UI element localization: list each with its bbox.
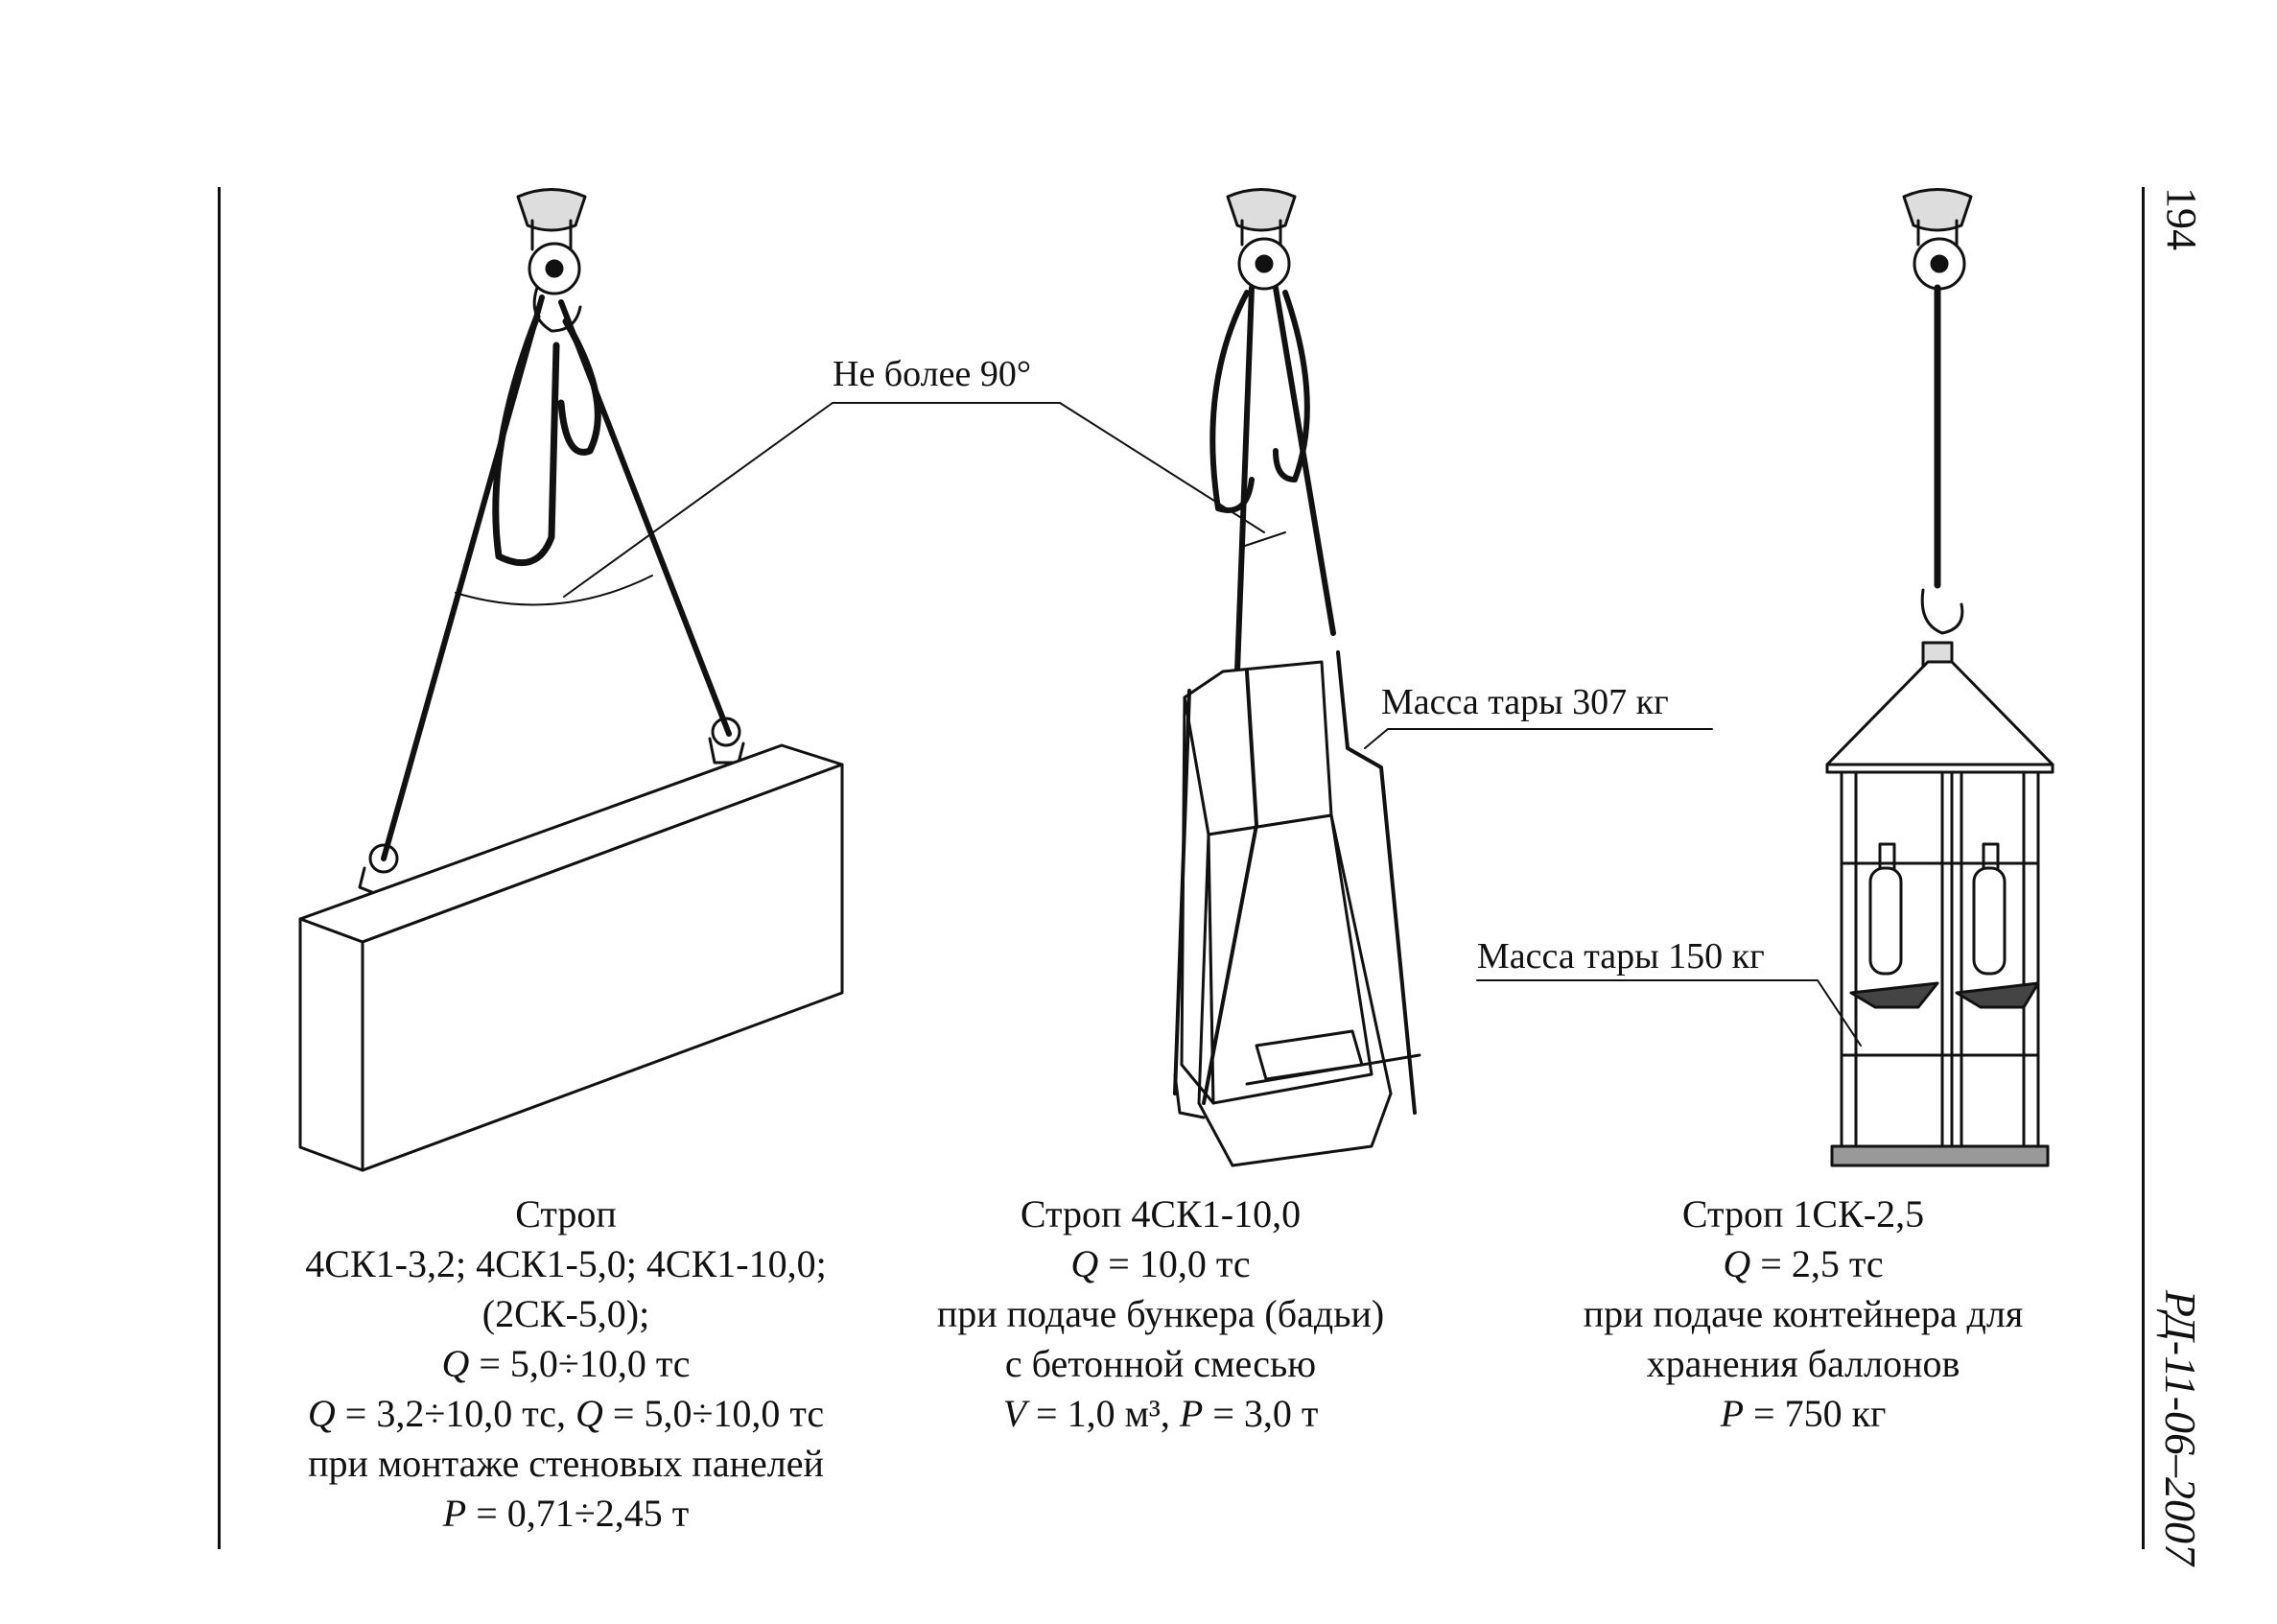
- q-symbol: Q: [307, 1392, 336, 1435]
- figure-2-caption: Строп 4СК1-10,0 Q = 10,0 тс при подаче б…: [892, 1189, 1429, 1439]
- figure-1-caption: Строп 4СК1-3,2; 4СК1-5,0; 4СК1-10,0; (2С…: [230, 1189, 902, 1539]
- wall-panel: [298, 743, 844, 1172]
- caption-2-vp: V = 1,0 м³, P = 3,0 т: [892, 1389, 1429, 1439]
- tare-307-leader: [1364, 728, 1713, 749]
- caption-1-purpose: при монтаже стеновых панелей: [308, 1442, 824, 1485]
- q-value: = 3,2÷10,0 тс,: [335, 1392, 575, 1435]
- q-value: = 5,0÷10,0 тс: [469, 1342, 691, 1385]
- p-value: = 0,71÷2,45 т: [466, 1492, 690, 1535]
- p-symbol: P: [1179, 1392, 1204, 1435]
- figure-2-bunker-sling: [1173, 188, 1421, 1167]
- crane-hook-2: [1226, 188, 1297, 291]
- sling-legs-2: [1209, 285, 1336, 674]
- caption-3-title: Строп 1СК-2,5: [1681, 1192, 1925, 1236]
- angle-leader-lines: [563, 402, 1265, 598]
- right-margin-rule: [2142, 187, 2145, 1549]
- q-value: = 2,5 тс: [1750, 1242, 1884, 1285]
- caption-3-p: P = 750 кг: [1496, 1389, 2110, 1439]
- caption-2-purpose-1: при подаче бункера (бадьи): [936, 1292, 1385, 1335]
- caption-3-q: Q = 2,5 тс: [1496, 1239, 2110, 1289]
- q-symbol: Q: [1070, 1242, 1099, 1285]
- q-symbol: Q: [441, 1342, 470, 1385]
- page-number: 194: [2158, 187, 2205, 250]
- figure-3-container-sling: [1825, 188, 2054, 1167]
- caption-2-purpose-2: с бетонной смесью: [1004, 1342, 1317, 1385]
- caption-3-purpose-1: при подаче контейнера для: [1583, 1292, 2024, 1335]
- bunker-body: [1173, 660, 1421, 1167]
- container-cage: [1830, 770, 2050, 1167]
- caption-2-title: Строп 4СК1-10,0: [1020, 1192, 1302, 1236]
- bunker-frame: [1173, 650, 1417, 1115]
- angle-arc-2: [1241, 531, 1286, 548]
- p-value: = 3,0 т: [1203, 1392, 1319, 1435]
- q-value: = 5,0÷10,0 тс: [602, 1392, 825, 1435]
- caption-1-q2: Q = 3,2÷10,0 тс, Q = 5,0÷10,0 тс: [230, 1389, 902, 1439]
- document-code: РД-11-06–2007: [2156, 1290, 2205, 1566]
- caption-2-q: Q = 10,0 тс: [892, 1239, 1429, 1289]
- left-margin-rule: [218, 187, 221, 1549]
- q-symbol: Q: [575, 1392, 603, 1435]
- caption-1-q1: Q = 5,0÷10,0 тс: [230, 1339, 902, 1389]
- angle-callout: Не более 90°: [833, 354, 1032, 394]
- sling-slack-loops-1: [492, 313, 601, 567]
- p-symbol: P: [442, 1492, 467, 1535]
- tare-307-callout: Масса тары 307 кг: [1381, 682, 1669, 722]
- q-value: = 10,0 тс: [1098, 1242, 1251, 1285]
- v-value: = 1,0 м³,: [1026, 1392, 1180, 1435]
- container-roof: [1825, 641, 2054, 774]
- v-symbol: V: [1002, 1392, 1027, 1435]
- caption-1-p: P = 0,71÷2,45 т: [230, 1489, 902, 1539]
- p-value: = 750 кг: [1744, 1392, 1887, 1435]
- p-symbol: P: [1720, 1392, 1745, 1435]
- tare-150-callout: Масса тары 150 кг: [1477, 936, 1765, 977]
- figure-1-panel-sling: [298, 188, 844, 1172]
- caption-1-title: Строп: [515, 1192, 617, 1236]
- crane-hook-3: [1902, 188, 1973, 291]
- caption-1-line-1: 4СК1-3,2; 4СК1-5,0; 4СК1-10,0;: [305, 1242, 827, 1285]
- tare-150-leader: [1476, 979, 1862, 1047]
- caption-3-purpose-2: хранения баллонов: [1646, 1342, 1960, 1385]
- figure-3-caption: Строп 1СК-2,5 Q = 2,5 тс при подаче конт…: [1496, 1189, 2110, 1439]
- crane-hook-1: [516, 188, 587, 333]
- q-symbol: Q: [1723, 1242, 1751, 1285]
- hook-3: [1920, 588, 1964, 635]
- gas-cylinders: [1849, 842, 2040, 1009]
- caption-1-line-2: (2СК-5,0);: [481, 1292, 650, 1335]
- angle-arc-1: [455, 575, 653, 606]
